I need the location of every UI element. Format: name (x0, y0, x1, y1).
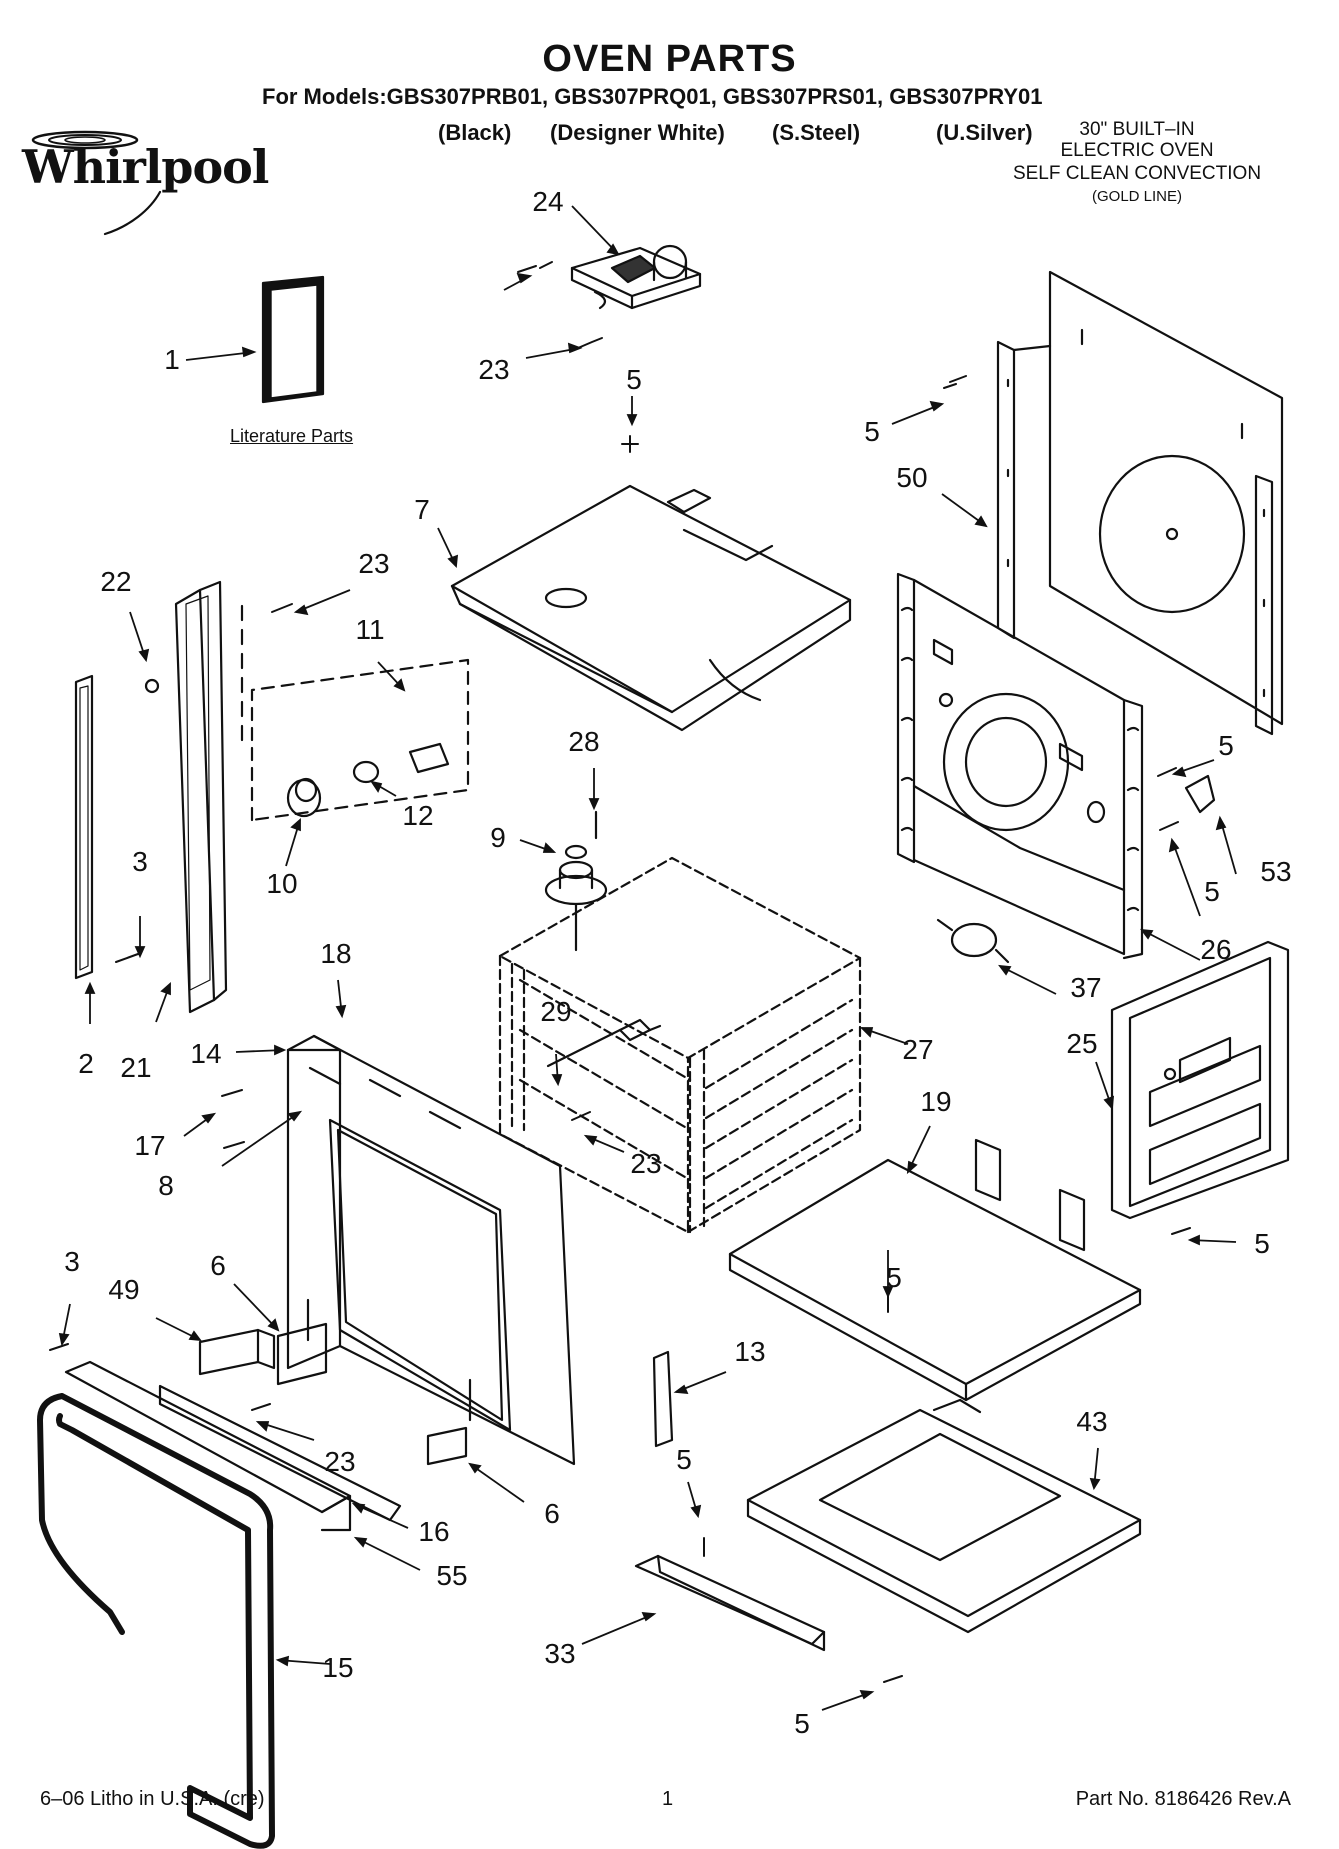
callout: 5 (794, 1708, 810, 1739)
callout: 5 (1204, 876, 1220, 907)
insulation-blocks (198, 1322, 468, 1466)
front-frame (286, 1034, 576, 1466)
callout: 10 (266, 868, 298, 899)
oven-cavity (498, 856, 862, 1234)
door-gasket (37, 1393, 275, 1849)
callout: 18 (320, 938, 352, 969)
bracket-13 (652, 1350, 674, 1448)
whirlpool-swirl-icon (31, 130, 162, 236)
side-panel (1110, 940, 1290, 1220)
footer-print-info: 6–06 Litho in U.S.A. (cre) (40, 1788, 265, 1810)
lock-assembly (570, 244, 702, 310)
screws (49, 261, 1191, 1683)
callout: 3 (132, 846, 148, 877)
callout: 24 (532, 186, 564, 217)
callout: 16 (418, 1516, 450, 1547)
rear-convection-shield (996, 270, 1284, 736)
oven-type-line-3: SELF CLEAN CONVECTION (1012, 163, 1262, 184)
variant-designer-white: (Designer White) (550, 120, 725, 145)
callout: 27 (902, 1034, 934, 1065)
callout: 7 (414, 494, 430, 525)
callout: 9 (490, 822, 506, 853)
callout: 55 (436, 1560, 468, 1591)
callout: 23 (324, 1446, 356, 1477)
callout: 23 (630, 1148, 662, 1179)
callout: 21 (120, 1052, 152, 1083)
callout: 13 (734, 1336, 766, 1367)
callout: 26 (1200, 934, 1232, 965)
callout: 49 (108, 1274, 140, 1305)
callout: 22 (100, 566, 132, 597)
callout: 23 (358, 548, 390, 579)
callout: 12 (402, 800, 434, 831)
callout: 5 (676, 1444, 692, 1475)
callout: 8 (158, 1170, 174, 1201)
rear-fan-panel (896, 572, 1144, 960)
callout: 6 (544, 1498, 560, 1529)
callout: 5 (1218, 730, 1234, 761)
variant-steel: (S.Steel) (772, 120, 861, 145)
oven-sensor (546, 1018, 662, 1068)
variant-silver: (U.Silver) (936, 120, 1033, 145)
page-title: OVEN PARTS (542, 38, 797, 80)
callout: 43 (1076, 1406, 1108, 1437)
callout: 11 (355, 614, 385, 645)
literature-label: Literature Parts (230, 426, 354, 446)
callout: 1 (164, 344, 180, 375)
oven-type-line-1: 30" BUILT–IN (1079, 119, 1195, 140)
oven-type-line-2: ELECTRIC OVEN (1060, 140, 1214, 161)
bottom-tray (746, 1398, 1142, 1634)
variant-black: (Black) (438, 120, 512, 145)
callout: 29 (540, 996, 572, 1027)
callout: 28 (568, 726, 600, 757)
bottom-cover (728, 1138, 1142, 1402)
callout: 23 (478, 354, 510, 385)
callout: 15 (322, 1652, 354, 1683)
front-support (634, 1554, 826, 1652)
callout: 37 (1070, 972, 1102, 1003)
callout: 50 (896, 462, 928, 493)
callout: 3 (64, 1246, 80, 1277)
callout: 14 (190, 1038, 222, 1069)
callout: 17 (134, 1130, 166, 1161)
callout: 25 (1066, 1028, 1098, 1059)
callout: 5 (626, 364, 642, 395)
callout: 5 (886, 1262, 902, 1293)
callout: 2 (78, 1048, 94, 1079)
callout: 53 (1260, 856, 1292, 887)
convection-motor-mount (544, 810, 608, 952)
footer-page-number: 1 (662, 1788, 674, 1810)
top-panel (450, 484, 852, 732)
oven-type-line-4: (GOLD LINE) (1091, 188, 1182, 205)
footer-part-number: Part No. 8186426 Rev.A (1075, 1788, 1291, 1810)
literature-booklet (261, 275, 325, 404)
knob-group (240, 604, 470, 822)
callout: 33 (544, 1638, 576, 1669)
brand-logo: Whirlpool (22, 140, 269, 194)
callout: 6 (210, 1250, 226, 1281)
side-trim (74, 580, 228, 1014)
small-bracket (1184, 774, 1216, 814)
callout: 19 (920, 1086, 952, 1117)
callout: 5 (864, 416, 880, 447)
models-line: For Models:GBS307PRB01, GBS307PRQ01, GBS… (262, 84, 1043, 109)
thermal-fuse (936, 918, 1010, 964)
callout: 5 (1254, 1228, 1270, 1259)
